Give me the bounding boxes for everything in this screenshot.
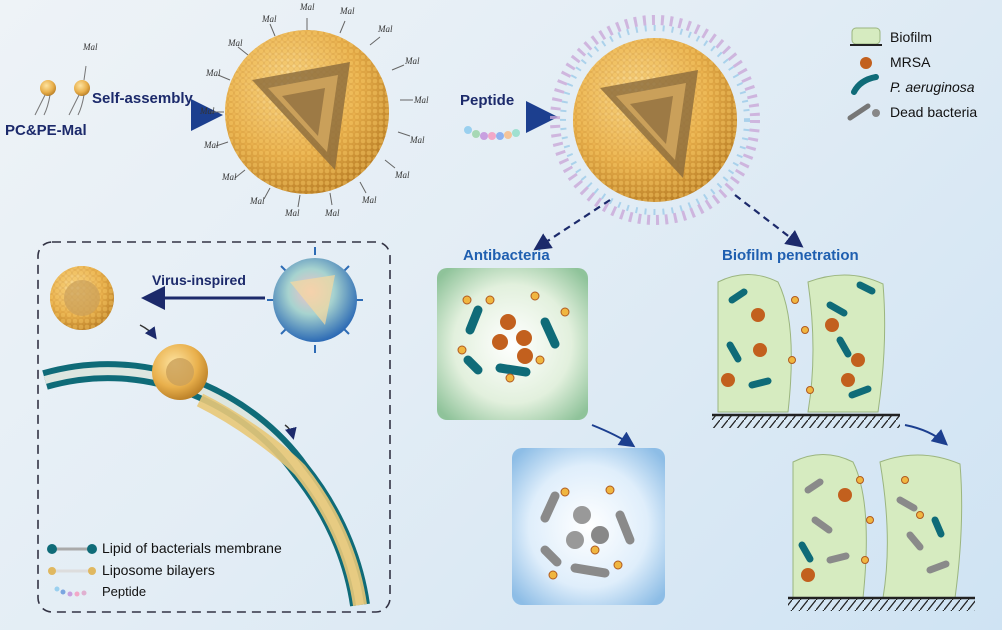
mal-label: Mal [83,42,98,52]
legend-dead-bacteria: Dead bacteria [890,104,978,120]
liposome-lipid-legend-icon [48,567,96,575]
antibacteria-result-arrow [591,424,636,448]
mal-label: Mal [410,135,425,145]
mrsa-legend-icon [860,57,872,69]
legend-p-aeruginosa: P. aeruginosa [890,79,975,95]
p-aeruginosa-legend-icon [851,74,879,95]
maleimide-liposome [211,18,413,208]
biofilm-result-arrow [904,424,949,446]
virus-inspired-label: Virus-inspired [152,272,246,288]
virus-icon [267,247,363,353]
mal-label: Mal [204,140,219,150]
mal-label: Mal [300,2,315,12]
mal-label: Mal [206,68,221,78]
mal-label: Mal [362,195,377,205]
bacterial-lipid-legend-icon [47,544,97,554]
peptide-step-label: Peptide [460,92,515,109]
mechanism-box [37,241,391,613]
self-assembly-label: Self-assembly [92,90,193,107]
mal-label: Mal [405,56,420,66]
mal-label: Mal [250,196,265,206]
dead-bacteria-panel [512,448,665,605]
penetrated-biofilm-panel [788,454,975,611]
mal-label: Mal [262,14,277,24]
mal-label: Mal [414,95,429,105]
legend-liposome-bilayers: Liposome bilayers [102,562,215,578]
mal-label: Mal [285,208,300,218]
biofilm-legend-icon [850,27,882,46]
peptide-liposome [550,15,760,225]
mal-label: Mal [340,6,355,16]
small-liposome [50,266,114,330]
lipid-molecules-icon [34,65,90,116]
fusing-liposome [152,344,208,400]
legend-bacterial-lipid: Lipid of bacterials membrane [102,540,282,556]
biofilm-penetration-title: Biofilm penetration [722,247,859,264]
mal-label: Mal [378,24,393,34]
mal-label: Mal [200,106,215,116]
mal-label: Mal [325,208,340,218]
small-arrow [139,324,157,340]
dead-bacteria-legend-icon [847,103,880,121]
to-antibacteria-arrow [533,199,611,251]
biofilm-panel [712,274,900,428]
peptide-legend-icon [54,586,87,597]
to-biofilm-arrow [734,194,804,248]
pc-pe-mal-label: PC&PE-Mal [5,122,87,139]
mal-label: Mal [395,170,410,180]
antibacteria-title: Antibacteria [463,247,550,264]
small-arrow-2 [284,424,297,440]
bacterial-membrane [42,361,370,607]
legend-mrsa: MRSA [890,54,931,70]
legend-biofilm: Biofilm [890,29,933,45]
peptide-chain-icon [464,126,520,140]
legend-peptide: Peptide [102,584,147,599]
antibacteria-panel [437,268,588,420]
mal-label: Mal [228,38,243,48]
mal-label: Mal [222,172,237,182]
